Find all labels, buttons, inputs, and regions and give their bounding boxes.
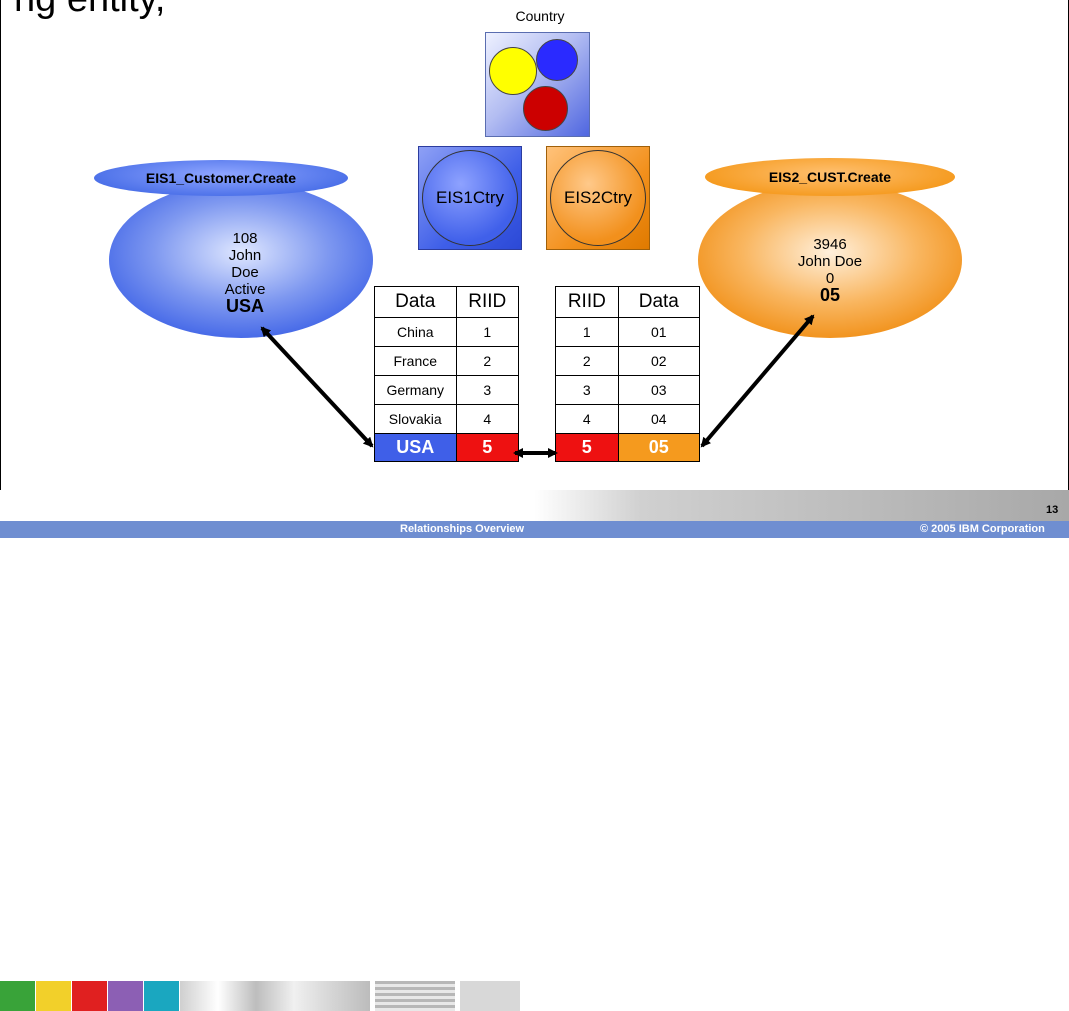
footer-square-purple	[108, 981, 143, 1011]
table2-header-riid: RIID	[555, 286, 619, 318]
table2-header-data: Data	[617, 286, 701, 318]
table1-cell: China	[374, 317, 457, 347]
table1-header-riid: RIID	[455, 286, 519, 318]
eis2-line-id: 3946	[813, 236, 847, 253]
yellow-circle	[489, 47, 537, 95]
blue-circle	[536, 39, 578, 81]
eis2ctry-box: EIS2Ctry	[546, 146, 650, 250]
eis1-line-first: John	[228, 247, 262, 264]
table2-cell: 04	[617, 404, 701, 434]
table2-riid5-cell: 5	[555, 433, 619, 462]
footer-photo-flag	[375, 981, 455, 1011]
country-box	[485, 32, 590, 137]
table2-cell: 01	[617, 317, 701, 347]
table1-cell: Germany	[374, 375, 457, 405]
footer-grey-block	[460, 981, 520, 1011]
eis2-blob	[698, 182, 962, 338]
relationship-table-eis1: Data RIID China 1 France 2 Germany 3 Slo…	[374, 286, 519, 462]
footer-title: Relationships Overview	[400, 523, 525, 535]
footer-bar	[0, 521, 1069, 538]
eis1ctry-box: EIS1Ctry	[418, 146, 522, 250]
table2-cell: 3	[555, 375, 619, 405]
table1-riid5-cell: 5	[455, 433, 519, 462]
table2-cell: 03	[617, 375, 701, 405]
eis1-line-id: 108	[232, 230, 258, 247]
footer-square-red	[72, 981, 107, 1011]
eis2-line-name: John Doe	[797, 253, 863, 270]
table1-usa-cell: USA	[374, 433, 457, 462]
connector-arrows	[260, 314, 815, 458]
footer-square-teal	[144, 981, 179, 1011]
country-label: Country	[515, 8, 565, 24]
eis2-values: 3946 John Doe 0 05	[770, 236, 890, 304]
relationship-table-eis2: RIID Data 1 01 2 02 3 03 4 04 5 05	[555, 286, 701, 462]
red-circle	[523, 86, 568, 131]
eis2-line-status: 0	[825, 270, 835, 287]
eis1-line-country: USA	[225, 296, 264, 316]
footer-square-yellow	[36, 981, 71, 1011]
footer-photo-collage	[180, 981, 370, 1011]
eis1-values: 108 John Doe Active USA	[190, 230, 300, 315]
footer-copyright: © 2005 IBM Corporation	[920, 523, 1045, 535]
table1-header-data: Data	[374, 286, 457, 318]
eis1-blob	[109, 182, 373, 338]
eis2-line-country: 05	[819, 285, 841, 305]
table1-cell: Slovakia	[374, 404, 457, 434]
eis1-line-last: Doe	[231, 264, 259, 281]
slide-border-left	[0, 0, 1, 490]
page-number: 13	[1046, 504, 1059, 516]
footer-square-green	[0, 981, 35, 1011]
eis1-title: EIS1_Customer.Create	[94, 160, 348, 196]
table2-05-cell: 05	[617, 433, 701, 462]
arrow-05-link	[700, 314, 815, 448]
table2-cell: 02	[617, 346, 701, 376]
slide-title-fragment: ng entity,	[14, 0, 165, 21]
eis1-line-status: Active	[224, 281, 266, 298]
arrow-usa-link	[260, 326, 374, 448]
eis2ctry-label: EIS2Ctry	[550, 150, 646, 246]
table1-cell: 1	[455, 317, 519, 347]
eis1ctry-label: EIS1Ctry	[422, 150, 518, 246]
eis2-title: EIS2_CUST.Create	[705, 158, 955, 196]
